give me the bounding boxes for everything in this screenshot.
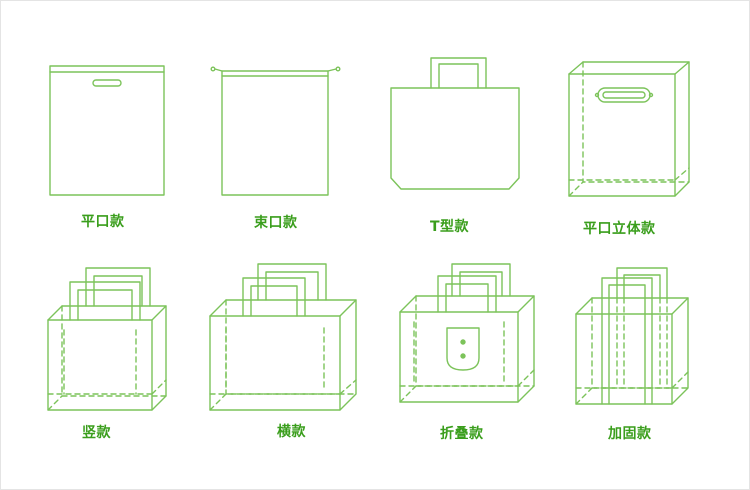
t-shape-bag-drawing — [390, 57, 520, 190]
label-vertical-bag: 竖款 — [82, 425, 111, 441]
vertical-bag-drawing — [47, 267, 167, 411]
reinforced-bag-drawing — [575, 267, 689, 405]
label-flat-3d-bag: 平口立体款 — [583, 221, 656, 237]
label-foldable-bag: 折叠款 — [440, 426, 484, 442]
label-horizontal-bag: 横款 — [277, 424, 306, 440]
label-flat-bag: 平口款 — [81, 214, 125, 230]
label-t-shape-bag: T型款 — [430, 219, 470, 235]
flat-3d-bag-drawing — [568, 61, 690, 197]
horizontal-bag-drawing — [209, 263, 357, 411]
drawstring-bag-drawing — [210, 66, 341, 196]
label-reinforced-bag: 加固款 — [608, 426, 652, 442]
foldable-bag-drawing — [399, 263, 535, 403]
flat-bag-drawing — [49, 65, 165, 196]
label-drawstring-bag: 束口款 — [254, 215, 298, 231]
